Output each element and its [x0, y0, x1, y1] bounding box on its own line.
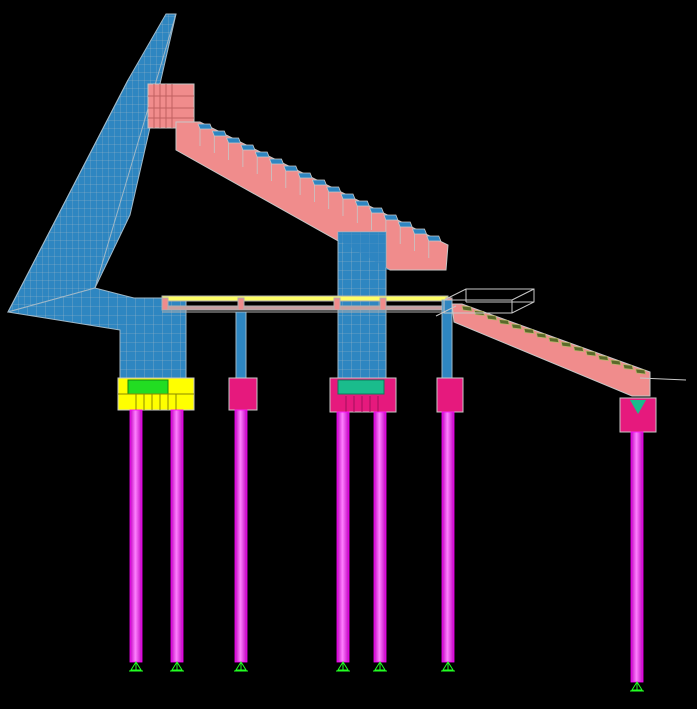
piles — [129, 409, 644, 683]
stair-tread — [268, 158, 285, 165]
stair-tread — [383, 214, 399, 221]
pin-support-icon — [129, 661, 143, 672]
pile-cap-right — [619, 397, 657, 433]
pile — [441, 411, 455, 663]
stair-tread — [340, 193, 356, 200]
stair-tread — [311, 179, 327, 186]
stair-tread — [461, 305, 473, 312]
stair-tread — [560, 341, 572, 348]
stair-tread — [622, 364, 634, 370]
supports — [129, 661, 644, 692]
pile-cap — [436, 377, 464, 413]
upper-stair-beam — [175, 121, 449, 271]
pin-support-icon — [170, 661, 184, 672]
stair-tread — [486, 314, 498, 321]
column — [235, 311, 247, 383]
left-shell-wedge — [7, 13, 177, 313]
pile-caps — [117, 377, 657, 433]
deck-bottom-beam — [161, 305, 449, 311]
lower-stair-treads — [461, 305, 647, 375]
stair-tread — [426, 235, 442, 242]
stair-tread — [369, 207, 385, 214]
deck-top-beam — [161, 295, 449, 302]
stair-tread — [254, 151, 270, 158]
pin-support-icon — [373, 661, 387, 672]
left-inclined-shell — [7, 13, 187, 381]
stair-tread — [283, 165, 299, 172]
pin-support-icon — [336, 661, 350, 672]
stair-tread — [635, 368, 647, 375]
pile — [336, 411, 350, 663]
pile-cap-left — [117, 377, 195, 411]
stair-tread — [511, 323, 523, 330]
stair-tread — [226, 137, 242, 144]
stair-tread — [498, 319, 510, 325]
stair-tread — [597, 355, 609, 361]
stair-tread — [397, 221, 413, 228]
stair-tread — [523, 328, 535, 334]
stair-tread — [297, 172, 313, 179]
pile — [129, 409, 143, 663]
stair-tread — [411, 228, 428, 235]
stair-tread — [354, 200, 370, 207]
stair-tread — [535, 332, 547, 339]
pile — [373, 411, 387, 663]
deck-structure — [161, 295, 453, 313]
stair-tread — [211, 130, 227, 137]
wireframe-box — [435, 288, 535, 317]
lower-stair-rail — [639, 377, 687, 381]
pile — [234, 409, 248, 663]
left-shell-base — [7, 287, 187, 381]
stair-tread — [240, 144, 256, 151]
pile — [170, 409, 184, 663]
pile-cap — [228, 377, 258, 411]
upper-landing — [147, 83, 195, 129]
stair-tread — [573, 346, 585, 352]
stair-tread — [585, 350, 597, 357]
pin-support-icon — [234, 661, 248, 672]
stair-tread — [326, 186, 342, 193]
pin-support-icon — [630, 681, 644, 692]
pile — [630, 431, 644, 683]
pile-cap-center — [329, 377, 397, 413]
stair-tread — [610, 359, 622, 366]
pin-support-icon — [441, 661, 455, 672]
upper-stair-treads — [197, 123, 442, 258]
stair-tread — [548, 337, 560, 343]
stair-tread — [197, 123, 213, 130]
lower-stair-beam — [451, 303, 651, 397]
